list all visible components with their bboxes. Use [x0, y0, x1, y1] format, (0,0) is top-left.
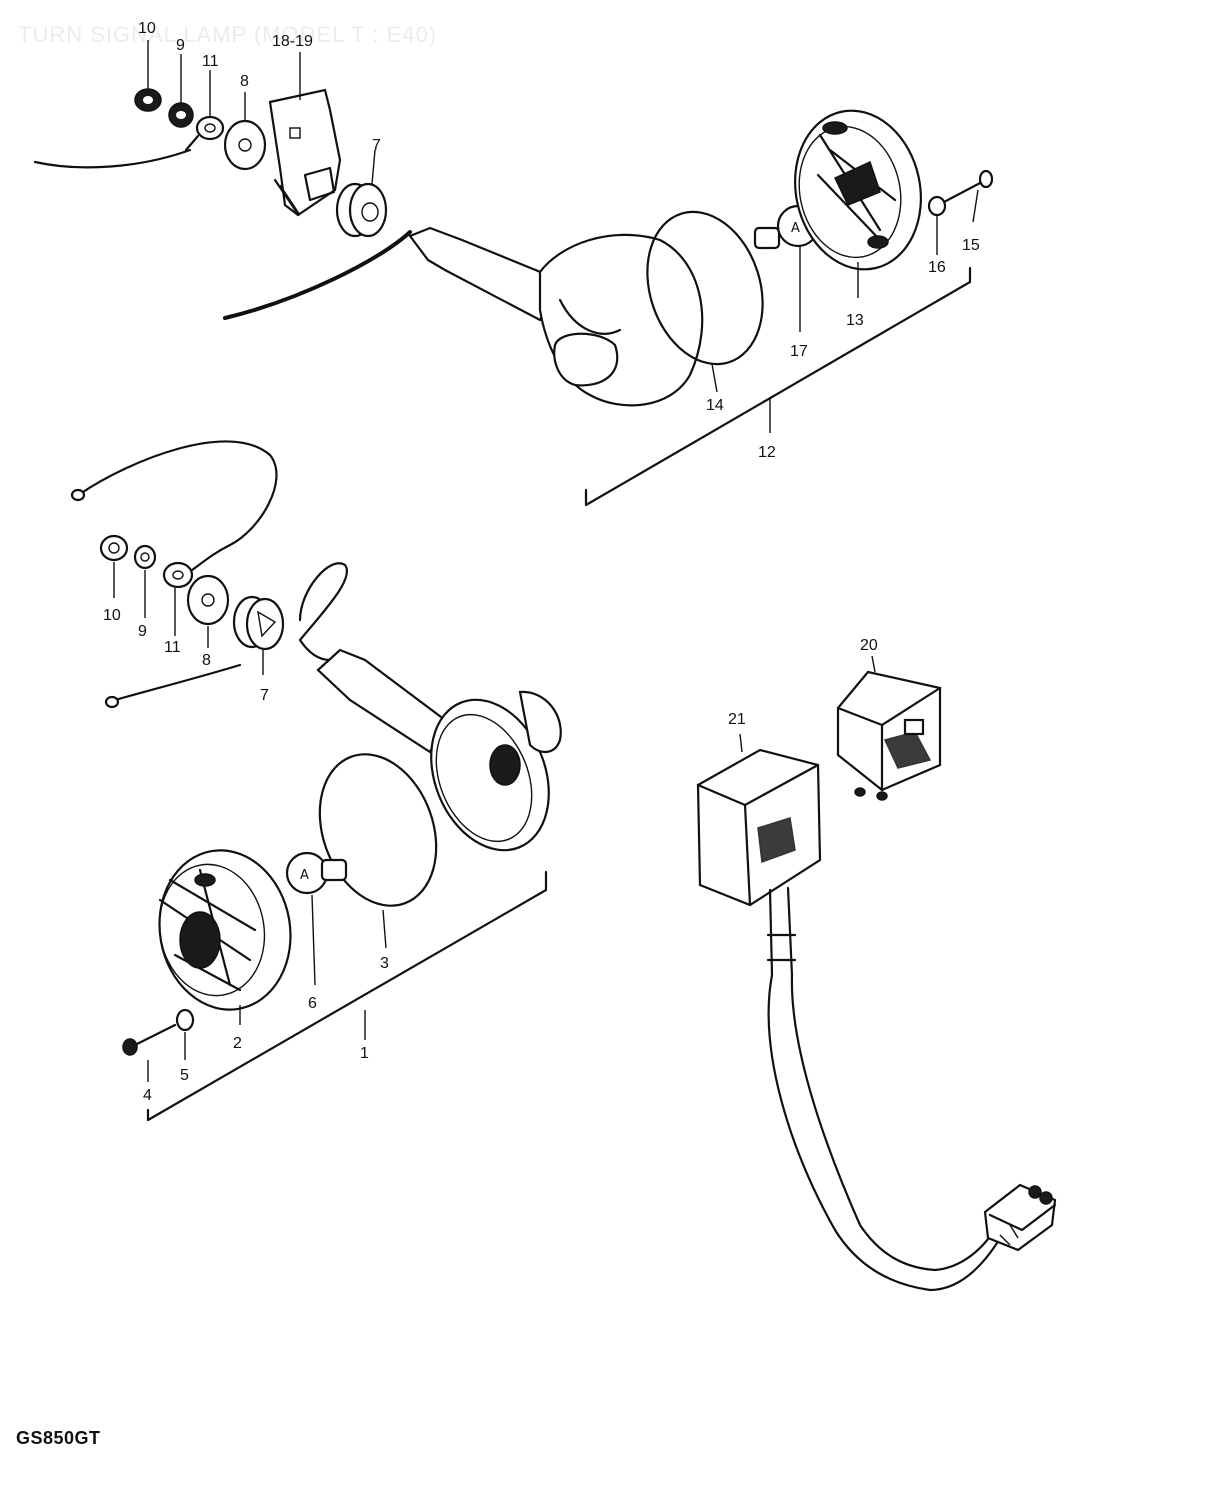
part-20-relay [836, 655, 942, 801]
lower-wire-loop [78, 440, 278, 577]
part-16-washer-upper [927, 195, 947, 217]
callout-10-upper: 10 [138, 20, 156, 37]
leader-lines-upper [147, 40, 979, 433]
part-15-screw-upper [942, 169, 994, 204]
svg-text:A: A [791, 221, 800, 236]
part-13-lens-upper [794, 109, 922, 271]
upper-lamp-housing [408, 226, 704, 407]
part-9-lock-washer-lower [133, 544, 157, 570]
part-4-screw-lower [122, 1023, 177, 1056]
callout-1: 1 [360, 1045, 369, 1062]
lower-wire-pigtail [298, 562, 348, 662]
part-7-grommet-upper [335, 182, 388, 238]
callout-11-upper: 11 [202, 53, 219, 70]
callout-20: 20 [860, 637, 878, 654]
callout-2: 2 [233, 1035, 242, 1052]
callout-3: 3 [380, 955, 389, 972]
callout-14: 14 [706, 397, 724, 414]
callout-labels: 10 9 11 8 18-19 7 15 16 13 17 14 12 10 9… [103, 20, 980, 1104]
part-21-control-unit-with-harness [696, 733, 1057, 1292]
part-8-washer-lower [186, 574, 230, 626]
part-5-washer-lower [175, 1008, 195, 1032]
callout-9-upper: 9 [176, 37, 185, 54]
callout-7-lower: 7 [260, 687, 269, 704]
part-3-gasket-lower [318, 753, 438, 907]
model-code-label: GS850GT [16, 1428, 101, 1448]
callout-21: 21 [728, 711, 746, 728]
assembly-bracket-1 [146, 870, 548, 1122]
callout-6: 6 [308, 995, 317, 1012]
callout-8-lower: 8 [202, 652, 211, 669]
lower-turn-signal-assembly: A [70, 440, 562, 1122]
part-11-ring-terminal-upper [184, 115, 225, 152]
callout-17: 17 [790, 343, 808, 360]
callout-9-lower: 9 [138, 623, 147, 640]
leader-lines-lower [113, 562, 387, 1082]
callout-4: 4 [143, 1087, 152, 1104]
part-6-bulb-lower: A [285, 851, 348, 895]
callout-16: 16 [928, 259, 946, 276]
part-2-lens-lower [158, 849, 292, 1011]
lower-wire-lead [106, 663, 242, 704]
part-11-ring-terminal-lower [162, 561, 194, 589]
callout-13: 13 [846, 312, 864, 329]
callout-7-upper: 7 [372, 137, 381, 154]
lower-lamp-housing [316, 648, 562, 852]
diagram-title: TURN SIGNAL LAMP (MODEL T : E40) [18, 22, 438, 47]
callout-10-lower: 10 [103, 607, 121, 624]
callout-15: 15 [962, 237, 980, 254]
part-7-grommet-lower [232, 595, 285, 651]
upper-wire-harness [223, 230, 412, 320]
part-10-nut-lower [99, 534, 129, 562]
svg-text:A: A [300, 868, 309, 883]
part-18-19-bracket [268, 88, 342, 217]
callout-8-upper: 8 [240, 73, 249, 90]
callout-12: 12 [758, 444, 776, 461]
part-9-lock-washer-upper [168, 102, 194, 128]
part-14-gasket-upper [646, 210, 764, 366]
assembly-bracket-12 [584, 266, 972, 507]
upper-turn-signal-assembly: A [33, 40, 994, 507]
lower-wire-terminal [70, 488, 86, 502]
callout-11-lower: 11 [164, 639, 181, 656]
part-10-nut-upper [134, 88, 162, 112]
callout-5: 5 [180, 1067, 189, 1084]
callout-18-19: 18-19 [272, 33, 313, 50]
lower-lead-terminal [104, 695, 120, 709]
part-8-washer-upper [223, 119, 267, 171]
upper-wire-lead [33, 148, 192, 169]
